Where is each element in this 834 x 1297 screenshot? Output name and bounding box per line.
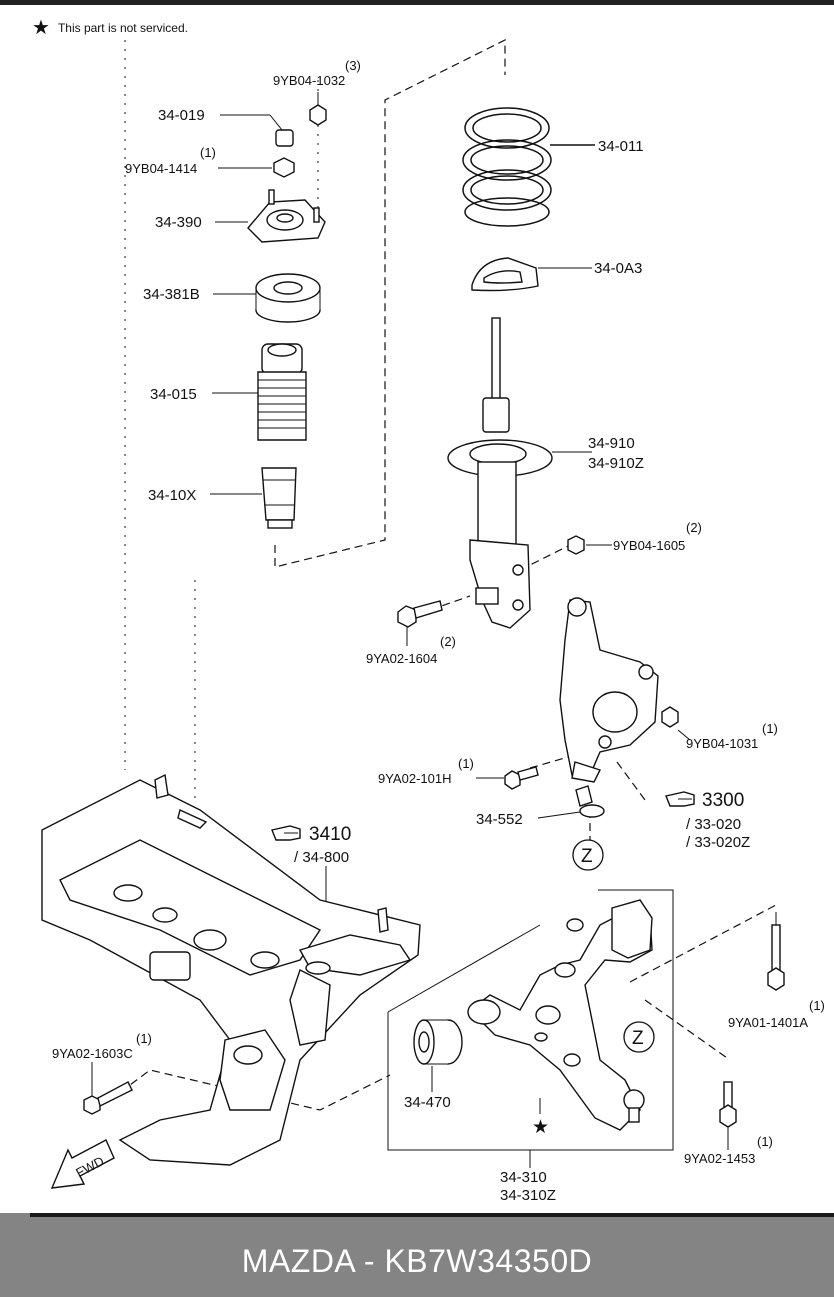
balljoint-dash <box>644 999 731 1061</box>
star-icon: ★ <box>532 1117 549 1138</box>
footer-rule <box>30 1213 834 1217</box>
knuckle-ref-dash <box>616 761 646 801</box>
label-9ya02-101h: 9YA02-101H <box>378 771 451 786</box>
label-qty-9yb04-1414: (1) <box>200 145 216 160</box>
fwd-arrow-icon: FWD <box>50 1139 115 1189</box>
label-34-310: 34-310 <box>500 1169 547 1186</box>
label-34-0a3: 34-0A3 <box>594 260 642 277</box>
label-qty-9ya02-1603c: (1) <box>136 1031 152 1046</box>
detail-z-text-lower: Z <box>632 1028 644 1049</box>
footer-banner: MAZDA - KB7W34350D <box>0 1213 834 1297</box>
bumper-34-10x <box>210 467 297 529</box>
label-34-552: 34-552 <box>476 811 523 828</box>
label-9ya01-1401a: 9YA01-1401A <box>728 1015 808 1030</box>
boot-34-015 <box>212 343 307 441</box>
nut-9yb04-1032 <box>309 92 327 126</box>
label-qty-9yb04-1031: (1) <box>762 721 778 736</box>
label-34-310z: 34-310Z <box>500 1187 556 1204</box>
label-34-910z: 34-910Z <box>588 455 644 472</box>
bolt-9ya02-1603c <box>83 1062 133 1115</box>
clip-34-552 <box>537 785 605 819</box>
crossmember-34-800 <box>41 773 421 1166</box>
strut-nut-dash <box>519 544 571 571</box>
cap-34-019 <box>220 114 294 147</box>
legend-note: ★ This part is not serviced. <box>32 18 188 38</box>
bushing-34-470 <box>413 1019 463 1092</box>
label-qty-9yb04-1032: (3) <box>345 58 361 73</box>
rear-bolt-dash <box>629 904 777 983</box>
label-qty-9ya02-1604: (2) <box>440 634 456 649</box>
lower-arm-group-box-diag <box>387 924 541 1013</box>
nut-9yb04-1414 <box>218 157 295 178</box>
label-qty-9yb04-1605: (2) <box>686 520 702 535</box>
mount-34-390 <box>215 189 326 243</box>
label-33-020: / 33-020 <box>686 816 741 833</box>
label-33-020z: / 33-020Z <box>686 834 750 851</box>
detail-z-text-upper: Z <box>581 846 593 867</box>
label-34-800: / 34-800 <box>294 849 349 866</box>
lower-arm-34-310 <box>467 899 653 1131</box>
footer-title: MAZDA - KB7W34350D <box>241 1243 593 1279</box>
label-9ya02-1453: 9YA02-1453 <box>684 1151 755 1166</box>
bolt-9ya02-1453 <box>719 1081 737 1150</box>
label-3300[interactable]: 3300 <box>702 790 744 811</box>
detail-z-marker-lower: Z <box>623 1021 655 1053</box>
label-34-381b: 34-381B <box>143 286 200 303</box>
label-34-470: 34-470 <box>404 1094 451 1111</box>
bolt-9ya01-1401a <box>767 912 785 991</box>
knuckle-3300 <box>559 597 659 783</box>
exploded-parts-diagram: (3) 9YB04-1032 34-019 (1) 9YB04-1414 34-… <box>41 39 825 1204</box>
strut-34-910 <box>447 317 592 629</box>
detail-z-marker-upper: Z <box>572 839 604 871</box>
top-border <box>0 0 834 5</box>
hand-pointer-icon <box>665 791 695 807</box>
nut-9yb04-1031 <box>661 706 691 741</box>
label-qty-9ya01-1401a: (1) <box>809 998 825 1013</box>
label-9yb04-1414: 9YB04-1414 <box>125 161 197 176</box>
hand-pointer-icon <box>271 825 301 841</box>
spring-34-011 <box>462 107 595 227</box>
label-9ya02-1604: 9YA02-1604 <box>366 651 437 666</box>
nut-9yb04-1605 <box>567 535 612 555</box>
bolt-9ya02-1604 <box>397 600 443 646</box>
label-34-910: 34-910 <box>588 435 635 452</box>
label-9ya02-1603c: 9YA02-1603C <box>52 1046 133 1061</box>
label-qty-9ya02-101h: (1) <box>458 756 474 771</box>
bolt-9ya02-101h <box>476 766 539 790</box>
label-34-390: 34-390 <box>155 214 202 231</box>
label-9yb04-1032: 9YB04-1032 <box>273 73 345 88</box>
label-34-011: 34-011 <box>598 138 644 155</box>
seat-34-0a3 <box>471 257 592 292</box>
label-3410[interactable]: 3410 <box>309 824 351 845</box>
label-34-015: 34-015 <box>150 386 197 403</box>
group-dashed-line <box>274 39 506 568</box>
label-34-019: 34-019 <box>158 107 205 124</box>
label-9yb04-1605: 9YB04-1605 <box>613 538 685 553</box>
label-34-10x: 34-10X <box>148 487 196 504</box>
label-9yb04-1031: 9YB04-1031 <box>686 736 758 751</box>
label-qty-9ya02-1453: (1) <box>757 1134 773 1149</box>
legend-note-text: This part is not serviced. <box>57 21 188 35</box>
star-icon: ★ <box>32 17 50 39</box>
bearing-34-381b <box>213 273 321 323</box>
knuckle-bolt-dash <box>529 754 576 769</box>
lower-arm-group-box <box>387 889 674 1151</box>
